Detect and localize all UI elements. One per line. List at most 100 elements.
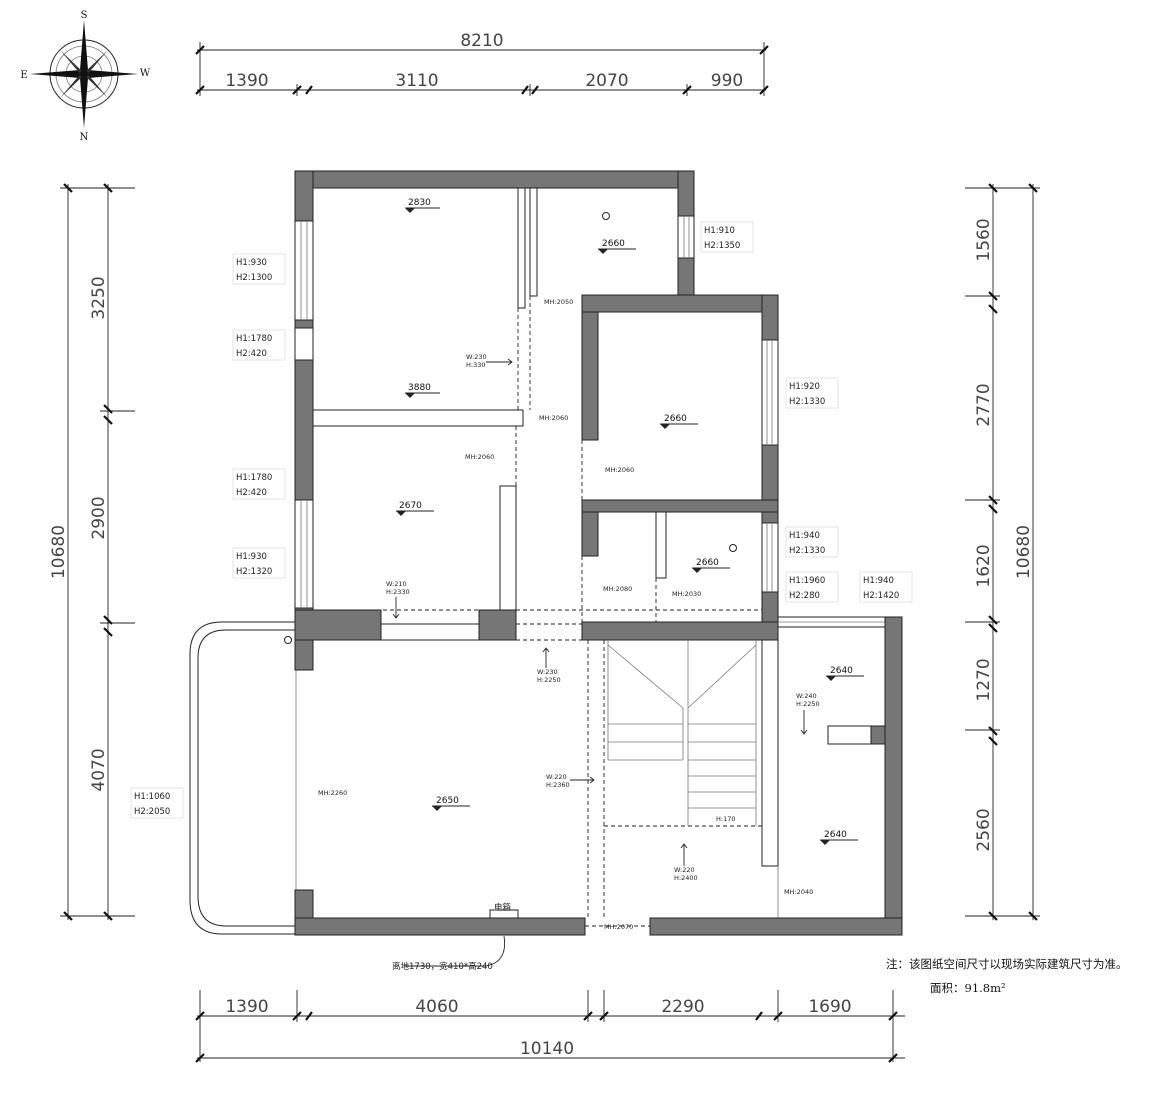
beam-label: W:240 H:2250 <box>796 692 820 735</box>
right-dimension-3: 1620 <box>974 544 994 587</box>
svg-text:H1:1960: H1:1960 <box>789 576 825 586</box>
level-marker: 2830 <box>405 198 440 213</box>
svg-text:W:220: W:220 <box>674 866 695 874</box>
svg-text:H:2250: H:2250 <box>796 700 820 708</box>
bottom-total-dimension: 10140 <box>520 1039 574 1059</box>
window-label: H1:910 H2:1350 <box>700 221 754 253</box>
svg-text:H1:940: H1:940 <box>863 576 894 586</box>
door-height-label: MH:2050 <box>544 298 573 306</box>
top-dimension-2: 3110 <box>395 71 438 91</box>
compass-south-label: S <box>81 10 88 21</box>
svg-text:2660: 2660 <box>602 239 625 249</box>
svg-text:H:2400: H:2400 <box>674 874 698 882</box>
svg-text:2830: 2830 <box>408 198 431 208</box>
level-marker: 2670 <box>396 501 434 516</box>
svg-text:H1:1780: H1:1780 <box>236 473 272 483</box>
svg-text:H2:1350: H2:1350 <box>704 241 740 251</box>
right-dimension-5: 2560 <box>974 808 994 851</box>
electric-box-label: 电箱 <box>494 902 512 913</box>
beam-labels: W:230 H:330 W:210 H:2330 W:230 H:2250 W:… <box>386 353 820 882</box>
level-marker: 3880 <box>405 383 440 398</box>
svg-text:H2:420: H2:420 <box>236 349 267 359</box>
beam-label: W:210 H:2330 <box>386 580 410 619</box>
door-openings <box>313 296 762 927</box>
svg-text:2650: 2650 <box>436 796 459 806</box>
svg-text:H:2360: H:2360 <box>546 781 570 789</box>
svg-text:H2:1330: H2:1330 <box>789 546 825 556</box>
svg-text:H:2330: H:2330 <box>386 588 410 596</box>
level-marker: 2650 <box>432 796 470 811</box>
svg-text:W:230: W:230 <box>537 668 558 676</box>
door-height-label: MH:2060 <box>465 453 494 461</box>
compass-east-label: E <box>20 70 27 81</box>
bottom-dimension-2: 4060 <box>415 997 458 1017</box>
stair-height-label: H:170 <box>716 815 735 823</box>
partitions-and-windows <box>294 187 886 918</box>
beam-label: W:230 H:2250 <box>537 647 561 684</box>
bottom-dimension-3: 2290 <box>661 997 704 1017</box>
window-label: H1:1960 H2:280 <box>785 571 839 603</box>
door-height-label: MH:2060 <box>605 466 634 474</box>
level-marker: 2640 <box>826 666 864 681</box>
beam-label: W:220 H:2400 <box>674 843 698 882</box>
svg-text:H1:930: H1:930 <box>236 552 267 562</box>
window-label: H1:930 H2:1320 <box>232 547 286 579</box>
electric-box-note: 离地1730，宽410*高240 <box>392 961 493 972</box>
left-dimensions: 10680 3250 2900 4070 <box>49 183 135 921</box>
top-total-dimension: 8210 <box>460 31 503 51</box>
compass-west-label: W <box>140 68 151 79</box>
svg-text:H2:1300: H2:1300 <box>236 273 272 283</box>
disclaimer-note: 注：该图纸空间尺寸以现场实际建筑尺寸为准。 <box>886 957 1128 971</box>
right-total-dimension: 10680 <box>1014 525 1034 579</box>
compass-north-label: N <box>80 132 89 143</box>
door-height-label: MH:2070 <box>604 923 633 931</box>
svg-text:H1:920: H1:920 <box>789 382 820 392</box>
ceiling-fixtures <box>602 212 737 552</box>
right-dimensions: 1560 2770 1620 1270 2560 10680 <box>965 183 1040 921</box>
door-height-labels: MH:2050 MH:2060 MH:2060 MH:2060 MH:2080 … <box>318 298 813 931</box>
svg-text:H2:1320: H2:1320 <box>236 567 272 577</box>
svg-text:H2:1420: H2:1420 <box>863 591 899 601</box>
bottom-dimensions: 1390 4060 2290 1690 10140 <box>195 990 905 1063</box>
bottom-dimension-4: 1690 <box>808 997 851 1017</box>
svg-text:W:210: W:210 <box>386 580 407 588</box>
door-height-label: MH:2060 <box>539 414 568 422</box>
electric-box: 电箱 离地1730，宽410*高240 <box>392 902 519 972</box>
door-height-label: MH:2030 <box>672 590 701 598</box>
window-label: H1:1780 H2:420 <box>232 468 286 500</box>
svg-text:W:230: W:230 <box>466 353 487 361</box>
svg-text:2660: 2660 <box>696 558 719 568</box>
area-note: 面积：91.8m² <box>930 981 1006 995</box>
level-marker: 2660 <box>692 558 730 573</box>
svg-text:H:2250: H:2250 <box>537 676 561 684</box>
top-dimension-1: 1390 <box>225 71 268 91</box>
svg-text:2660: 2660 <box>664 414 687 424</box>
walls <box>294 170 903 936</box>
notes: 注：该图纸空间尺寸以现场实际建筑尺寸为准。 面积：91.8m² <box>886 957 1128 995</box>
bottom-dimension-1: 1390 <box>225 997 268 1017</box>
svg-text:H2:280: H2:280 <box>789 591 820 601</box>
right-dimension-1: 1560 <box>974 218 994 261</box>
top-dimensions: 8210 1390 3110 2070 990 <box>195 31 769 96</box>
left-dimension-1: 3250 <box>89 276 109 319</box>
staircase: H:170 <box>607 640 757 826</box>
right-dimension-2: 2770 <box>974 383 994 426</box>
svg-text:3880: 3880 <box>408 383 431 393</box>
left-total-dimension: 10680 <box>49 525 69 579</box>
door-height-label: MH:2260 <box>318 789 347 797</box>
top-dimension-3: 2070 <box>585 71 628 91</box>
door-height-label: MH:2080 <box>603 585 632 593</box>
level-marker: 2640 <box>820 830 858 845</box>
svg-text:H1:1060: H1:1060 <box>134 792 170 802</box>
svg-text:2640: 2640 <box>830 666 853 676</box>
left-dimension-3: 4070 <box>89 748 109 791</box>
left-dimension-2: 2900 <box>89 496 109 539</box>
beam-label: W:230 H:330 <box>466 353 513 369</box>
svg-text:H1:910: H1:910 <box>704 226 735 236</box>
window-label: H1:940 H2:1420 <box>859 571 913 603</box>
svg-text:H2:1330: H2:1330 <box>789 397 825 407</box>
level-marker: 2660 <box>598 239 636 254</box>
svg-text:H1:940: H1:940 <box>789 531 820 541</box>
door-height-label: MH:2040 <box>784 888 813 896</box>
window-label: H1:930 H2:1300 <box>232 253 286 285</box>
